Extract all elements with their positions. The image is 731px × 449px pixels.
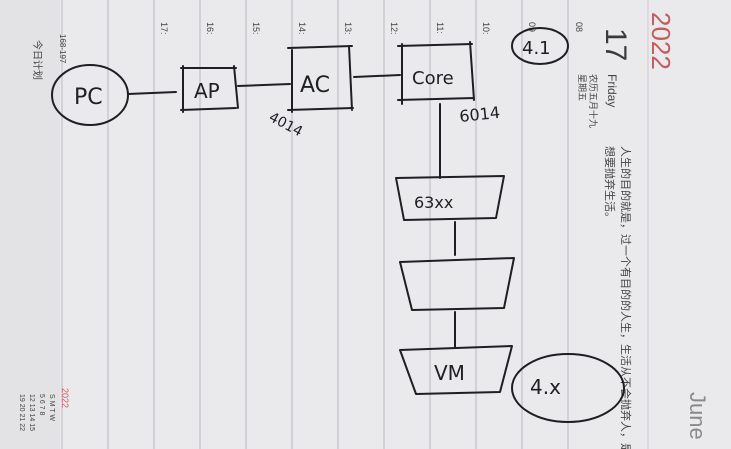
mini-calendar-row: 12 13 14 15 xyxy=(28,394,35,431)
mini-calendar-row: 19 20 21 22 xyxy=(18,394,25,431)
version-bottom-outline xyxy=(511,353,625,423)
hand-sketch xyxy=(51,27,625,423)
month-corner: June xyxy=(685,392,710,440)
hour-label: 11: xyxy=(435,22,445,34)
day-count: 168-197 xyxy=(58,34,67,64)
mini-calendar: 2022 S M T W 5 6 7 8 12 13 14 15 19 20 2… xyxy=(18,388,70,431)
hour-labels: 08 09 10: 11: 12: 13: 14: 15: 16: 17: xyxy=(159,22,584,35)
mini-calendar-row: 5 6 7 8 xyxy=(38,394,45,416)
hour-label: 16: xyxy=(205,22,215,35)
node-vm-label: VM xyxy=(434,361,465,385)
version-top-label: 4.1 xyxy=(522,38,551,59)
sidebar-label: 今日计划 xyxy=(31,40,44,80)
hour-label: 15: xyxy=(251,22,261,35)
node-core-label: Core xyxy=(412,68,454,89)
sidebar-shade xyxy=(0,0,60,449)
node-ac-label: AC xyxy=(300,73,330,98)
hour-label: 17: xyxy=(159,22,169,35)
hour-label: 13: xyxy=(343,22,353,35)
link-ap-ac xyxy=(237,83,291,87)
motto-line2: 想要抛弃生活。 xyxy=(603,146,617,223)
year-heading: 2022 xyxy=(646,12,676,70)
node-ap-label: AP xyxy=(194,79,220,103)
mini-calendar-year: 2022 xyxy=(60,388,70,408)
link-ac-core xyxy=(353,74,401,78)
version-bottom-label: 4.x xyxy=(530,375,561,399)
ac-node-outline xyxy=(287,45,354,113)
hour-label: 14: xyxy=(297,22,307,35)
middle-block-outline xyxy=(399,257,515,311)
ap-node-outline xyxy=(180,65,239,113)
day-number: 17 xyxy=(599,28,632,61)
version-top-outline xyxy=(511,27,569,65)
weekday-cn: 星期五 xyxy=(577,74,587,101)
core-port-label: 6014 xyxy=(458,103,500,126)
hour-label: 09 xyxy=(527,22,537,32)
hour-label: 08 xyxy=(574,22,584,32)
motto-line1: 人生的目的就是，过一个有目的的人生，生活从不会抛弃人，是人 xyxy=(619,146,633,449)
weekday: Friday xyxy=(605,74,619,107)
hour-label: 10: xyxy=(481,22,491,35)
node-pc-label: PC xyxy=(74,85,103,110)
switch-label: 63xx xyxy=(414,193,453,212)
vm-node-outline xyxy=(399,345,513,395)
mini-calendar-header: S M T W xyxy=(48,394,55,421)
lunar-date: 农历五月十九 xyxy=(588,74,599,128)
core-node-outline xyxy=(397,41,475,105)
switch-node-outline xyxy=(395,175,505,221)
hour-label: 12: xyxy=(389,22,399,35)
link-pc-ap xyxy=(127,91,177,95)
